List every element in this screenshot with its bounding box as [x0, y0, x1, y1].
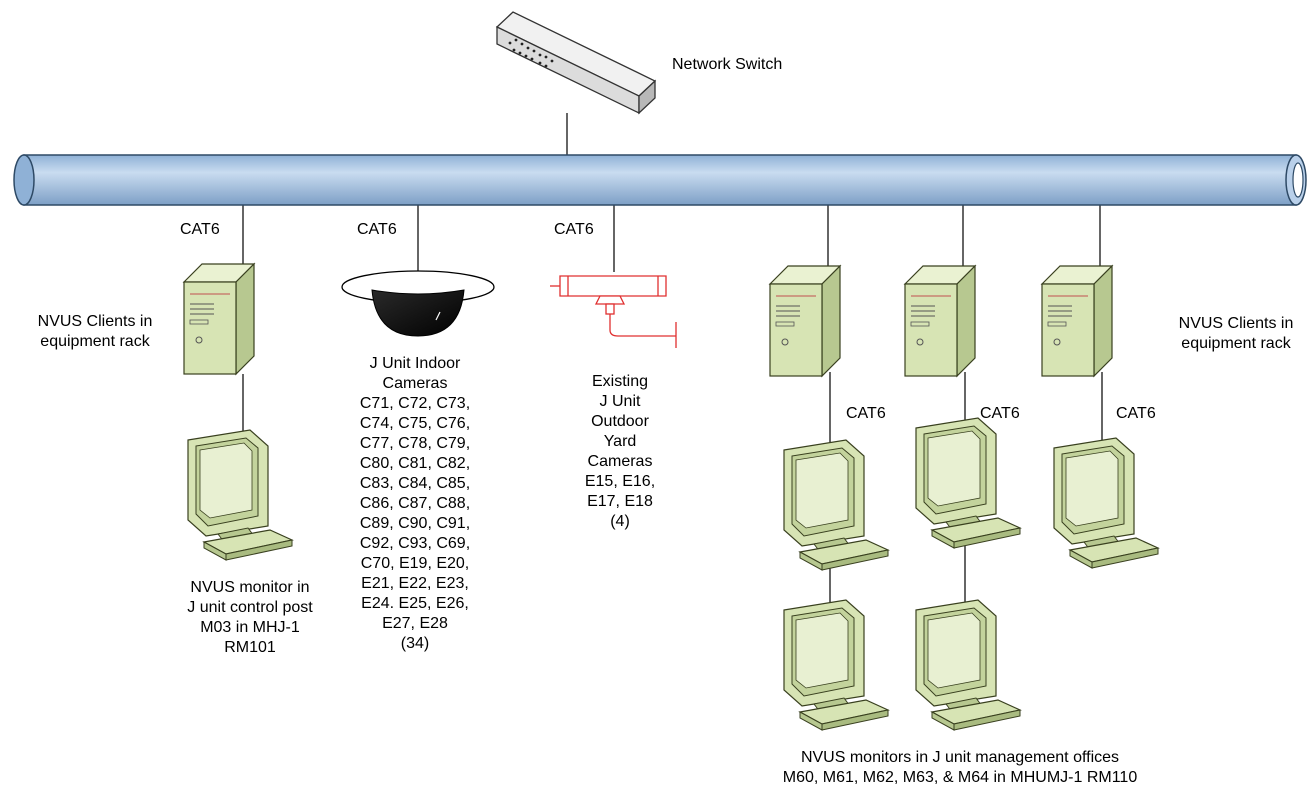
- outdoor-camera-icon: [550, 275, 677, 348]
- crt-monitor-icon: [783, 599, 889, 731]
- server-tower-icon: [183, 263, 255, 375]
- nvus-clients-left-label: NVUS Clients in equipment rack: [4, 312, 186, 352]
- network-switch-label: Network Switch: [672, 56, 783, 73]
- label-line: NVUS monitors in J unit management offic…: [800, 749, 1120, 766]
- indoor-cameras-label: J Unit Indoor Cameras C71, C72, C73, C74…: [310, 354, 520, 654]
- cable-label: CAT6: [180, 221, 220, 238]
- label-line: C71, C72, C73,: [359, 395, 471, 412]
- label-line: NVUS Clients in: [37, 313, 153, 330]
- label-line: equipment rack: [1181, 335, 1291, 352]
- label-line: (34): [400, 635, 430, 652]
- network-switch-icon: [495, 11, 657, 115]
- label-line: Existing: [591, 373, 649, 390]
- label-line: E24. E25, E26,: [361, 595, 469, 612]
- crt-monitor-icon: [783, 439, 889, 571]
- server-tower-icon: [904, 265, 976, 377]
- label-line: J unit control post: [187, 599, 313, 616]
- crt-monitor-icon: [187, 429, 293, 561]
- label-line: C89, C90, C91,: [359, 515, 471, 532]
- label-line: C77, C78, C79,: [359, 435, 471, 452]
- label-line: C86, C87, C88,: [359, 495, 471, 512]
- cable-label: CAT6: [980, 405, 1020, 422]
- label-line: Outdoor: [591, 413, 649, 430]
- label-line: J Unit: [599, 393, 641, 410]
- label-line: E21, E22, E23,: [361, 575, 469, 592]
- label-line: NVUS Clients in: [1178, 315, 1294, 332]
- cable-label: CAT6: [554, 221, 594, 238]
- crt-monitor-icon: [1053, 437, 1159, 569]
- label-line: C74, C75, C76,: [359, 415, 471, 432]
- label-line: J Unit Indoor: [369, 355, 461, 372]
- crt-monitor-icon: [915, 417, 1021, 549]
- server-tower-icon: [769, 265, 841, 377]
- label-line: C70, E19, E20,: [360, 555, 470, 572]
- dome-camera-icon: [341, 270, 495, 337]
- cable-label: CAT6: [846, 405, 886, 422]
- label-line: Cameras: [382, 375, 448, 392]
- label-line: NVUS monitor in: [190, 579, 310, 596]
- label-line: E17, E18: [587, 493, 653, 510]
- cable-label: CAT6: [357, 221, 397, 238]
- crt-monitor-icon: [915, 599, 1021, 731]
- label-line: C83, C84, C85,: [359, 475, 471, 492]
- management-monitors-label: NVUS monitors in J unit management offic…: [710, 748, 1210, 788]
- nvus-clients-right-label: NVUS Clients in equipment rack: [1162, 314, 1310, 354]
- label-line: E15, E16,: [584, 473, 656, 490]
- ethernet-backbone-pipe: [13, 154, 1307, 206]
- label-line: (4): [610, 513, 630, 530]
- cable-label: CAT6: [1116, 405, 1156, 422]
- label-line: C80, C81, C82,: [359, 455, 471, 472]
- label-line: Yard: [603, 433, 637, 450]
- label-line: RM101: [224, 639, 276, 656]
- label-line: C92, C93, C69,: [359, 535, 471, 552]
- label-line: M03 in MHJ-1: [200, 619, 300, 636]
- label-line: E27, E28: [382, 615, 448, 632]
- outdoor-cameras-label: Existing J Unit Outdoor Yard Cameras E15…: [540, 372, 700, 532]
- label-line: M60, M61, M62, M63, & M64 in MHUMJ-1 RM1…: [782, 769, 1138, 786]
- label-line: equipment rack: [40, 333, 150, 350]
- server-tower-icon: [1041, 265, 1113, 377]
- control-post-monitor-label: NVUS monitor in J unit control post M03 …: [120, 578, 380, 658]
- label-line: Cameras: [587, 453, 653, 470]
